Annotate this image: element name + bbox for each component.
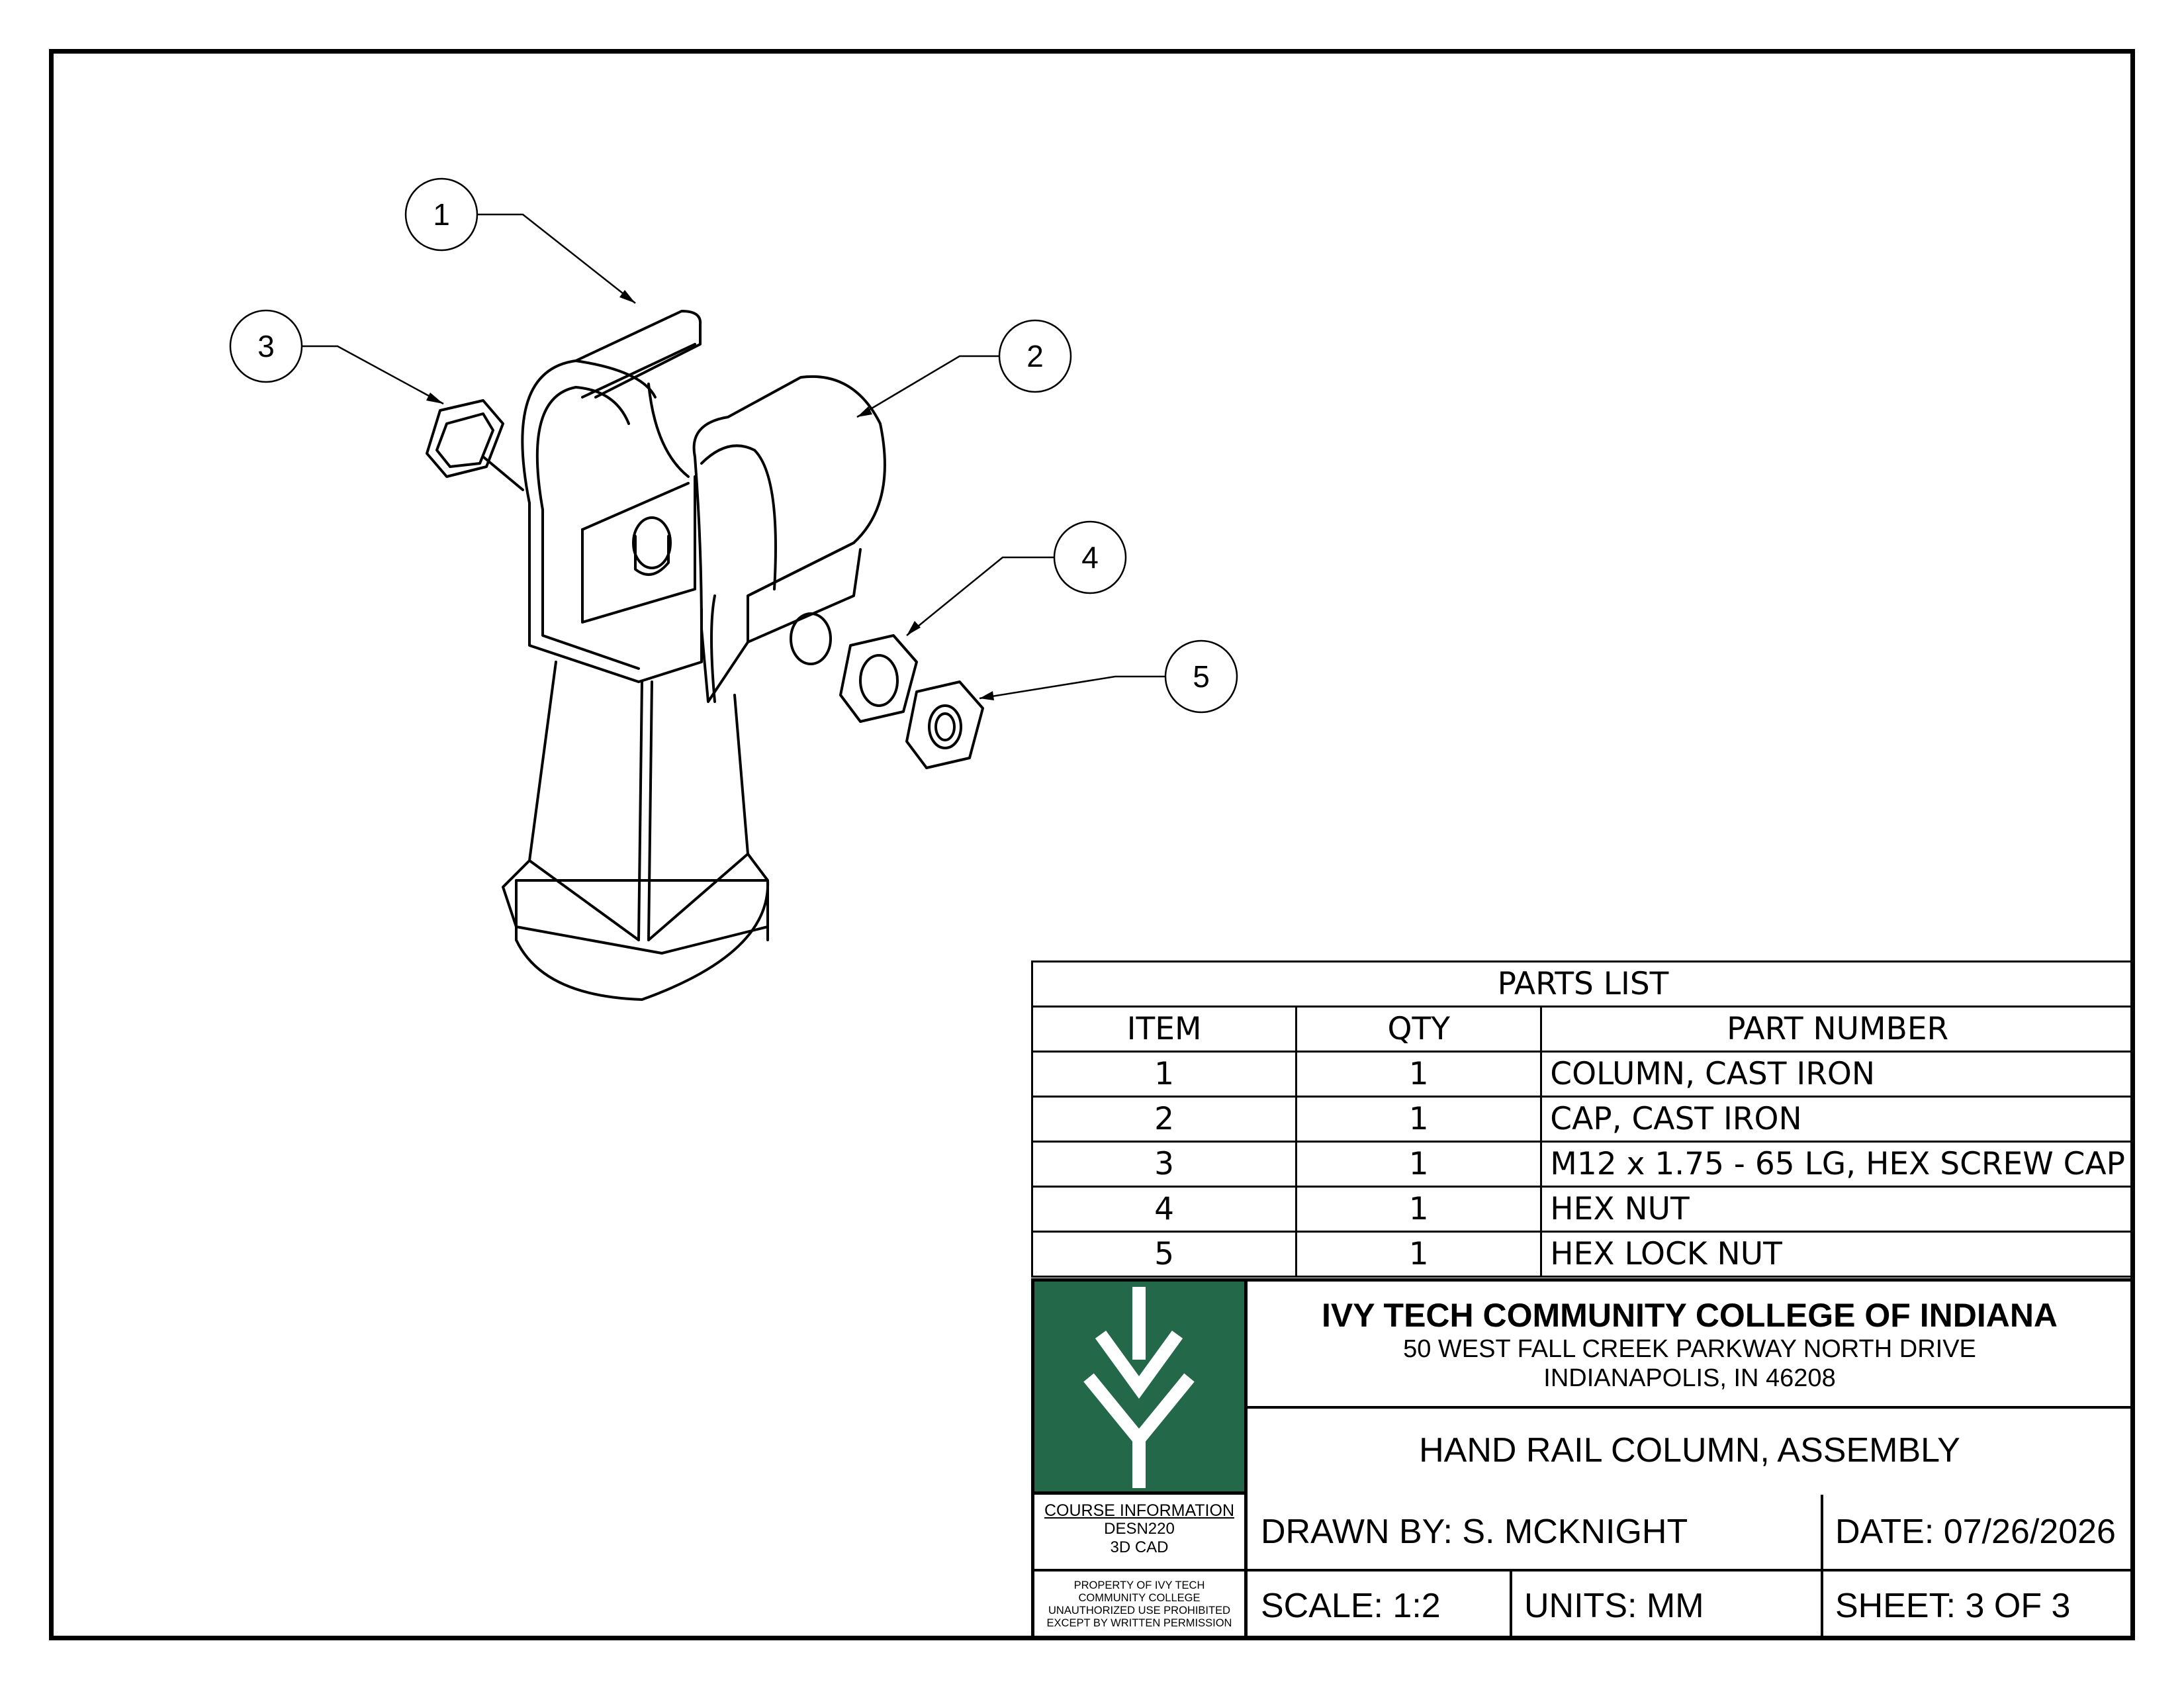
- header-item: ITEM: [1030, 1006, 1298, 1053]
- balloon-3-label: 3: [257, 329, 275, 363]
- header-qty: QTY: [1295, 1006, 1543, 1053]
- course-code: DESN220: [1104, 1520, 1175, 1538]
- course-name: 3D CAD: [1110, 1538, 1169, 1556]
- property-notice: PROPERTY OF IVY TECH COMMUNITY COLLEGE U…: [1034, 1571, 1248, 1640]
- ivy-tech-logo: [1034, 1282, 1248, 1495]
- table-row: 5 1 HEX LOCK NUT: [1030, 1231, 2135, 1278]
- qty-cell: 1: [1295, 1231, 1543, 1278]
- table-row: 1 1 COLUMN, CAST IRON: [1030, 1051, 2135, 1098]
- cap: [692, 375, 886, 703]
- item-cell: 1: [1030, 1051, 1298, 1098]
- column-yoke: [528, 502, 703, 683]
- address-line-2: INDIANAPOLIS, IN 46208: [1543, 1364, 1836, 1392]
- hex-lock-nut: [905, 680, 984, 769]
- ivy-logo-icon: [1083, 1287, 1195, 1488]
- scale: SCALE: 1:2: [1248, 1571, 1512, 1640]
- balloon-2-label: 2: [1026, 339, 1044, 373]
- item-cell: 4: [1030, 1186, 1298, 1233]
- drawn-by: DRAWN BY: S. MCKNIGHT: [1248, 1495, 1823, 1571]
- school-info: IVY TECH COMMUNITY COLLEGE OF INDIANA 50…: [1248, 1282, 2132, 1409]
- part-cell: HEX NUT: [1540, 1186, 2135, 1233]
- table-row: 3 1 M12 x 1.75 - 65 LG, HEX SCREW CAP: [1030, 1141, 2135, 1188]
- property-line: COMMUNITY COLLEGE: [1078, 1592, 1201, 1604]
- qty-cell: 1: [1295, 1051, 1543, 1098]
- date: DATE: 07/26/2026: [1823, 1495, 2132, 1571]
- hex-screw-cap: [426, 399, 504, 478]
- part-cell: CAP, CAST IRON: [1540, 1096, 2135, 1143]
- parts-list-title: PARTS LIST: [1031, 961, 2135, 1008]
- address-line-1: 50 WEST FALL CREEK PARKWAY NORTH DRIVE: [1403, 1335, 1976, 1363]
- item-cell: 3: [1030, 1141, 1298, 1188]
- balloon-1-label: 1: [433, 197, 450, 232]
- school-name: IVY TECH COMMUNITY COLLEGE OF INDIANA: [1321, 1297, 2058, 1334]
- balloon-4-label: 4: [1081, 540, 1099, 575]
- column-base: [515, 879, 770, 1001]
- part-cell: HEX LOCK NUT: [1540, 1231, 2135, 1278]
- table-row: 4 1 HEX NUT: [1030, 1186, 2135, 1233]
- qty-cell: 1: [1295, 1141, 1543, 1188]
- qty-cell: 1: [1295, 1186, 1543, 1233]
- parts-list: PARTS LIST ITEM QTY PART NUMBER 1 1 COLU…: [1030, 961, 2135, 1278]
- property-line: PROPERTY OF IVY TECH: [1073, 1579, 1205, 1591]
- item-cell: 2: [1030, 1096, 1298, 1143]
- course-info: COURSE INFORMATION DESN220 3D CAD: [1034, 1495, 1248, 1571]
- part-cell: COLUMN, CAST IRON: [1540, 1051, 2135, 1098]
- drawing-title: HAND RAIL COLUMN, ASSEMBLY: [1419, 1431, 1960, 1470]
- header-part-number: PART NUMBER: [1540, 1006, 2135, 1053]
- course-heading: COURSE INFORMATION: [1044, 1501, 1235, 1520]
- balloon-5-label: 5: [1193, 659, 1210, 694]
- property-line: UNAUTHORIZED USE PROHIBITED: [1048, 1605, 1231, 1617]
- table-row: 2 1 CAP, CAST IRON: [1030, 1096, 2135, 1143]
- part-cell: M12 x 1.75 - 65 LG, HEX SCREW CAP: [1540, 1141, 2135, 1188]
- item-cell: 5: [1030, 1231, 1298, 1278]
- column-shaft: [528, 661, 749, 941]
- hex-nut: [839, 634, 918, 723]
- property-line: EXCEPT BY WRITTEN PERMISSION: [1046, 1617, 1232, 1629]
- qty-cell: 1: [1295, 1096, 1543, 1143]
- units: UNITS: MM: [1512, 1571, 1823, 1640]
- sheet-number: SHEET: 3 OF 3: [1835, 1587, 2071, 1625]
- title-block: IVY TECH COMMUNITY COLLEGE OF INDIANA 50…: [1031, 1278, 2135, 1640]
